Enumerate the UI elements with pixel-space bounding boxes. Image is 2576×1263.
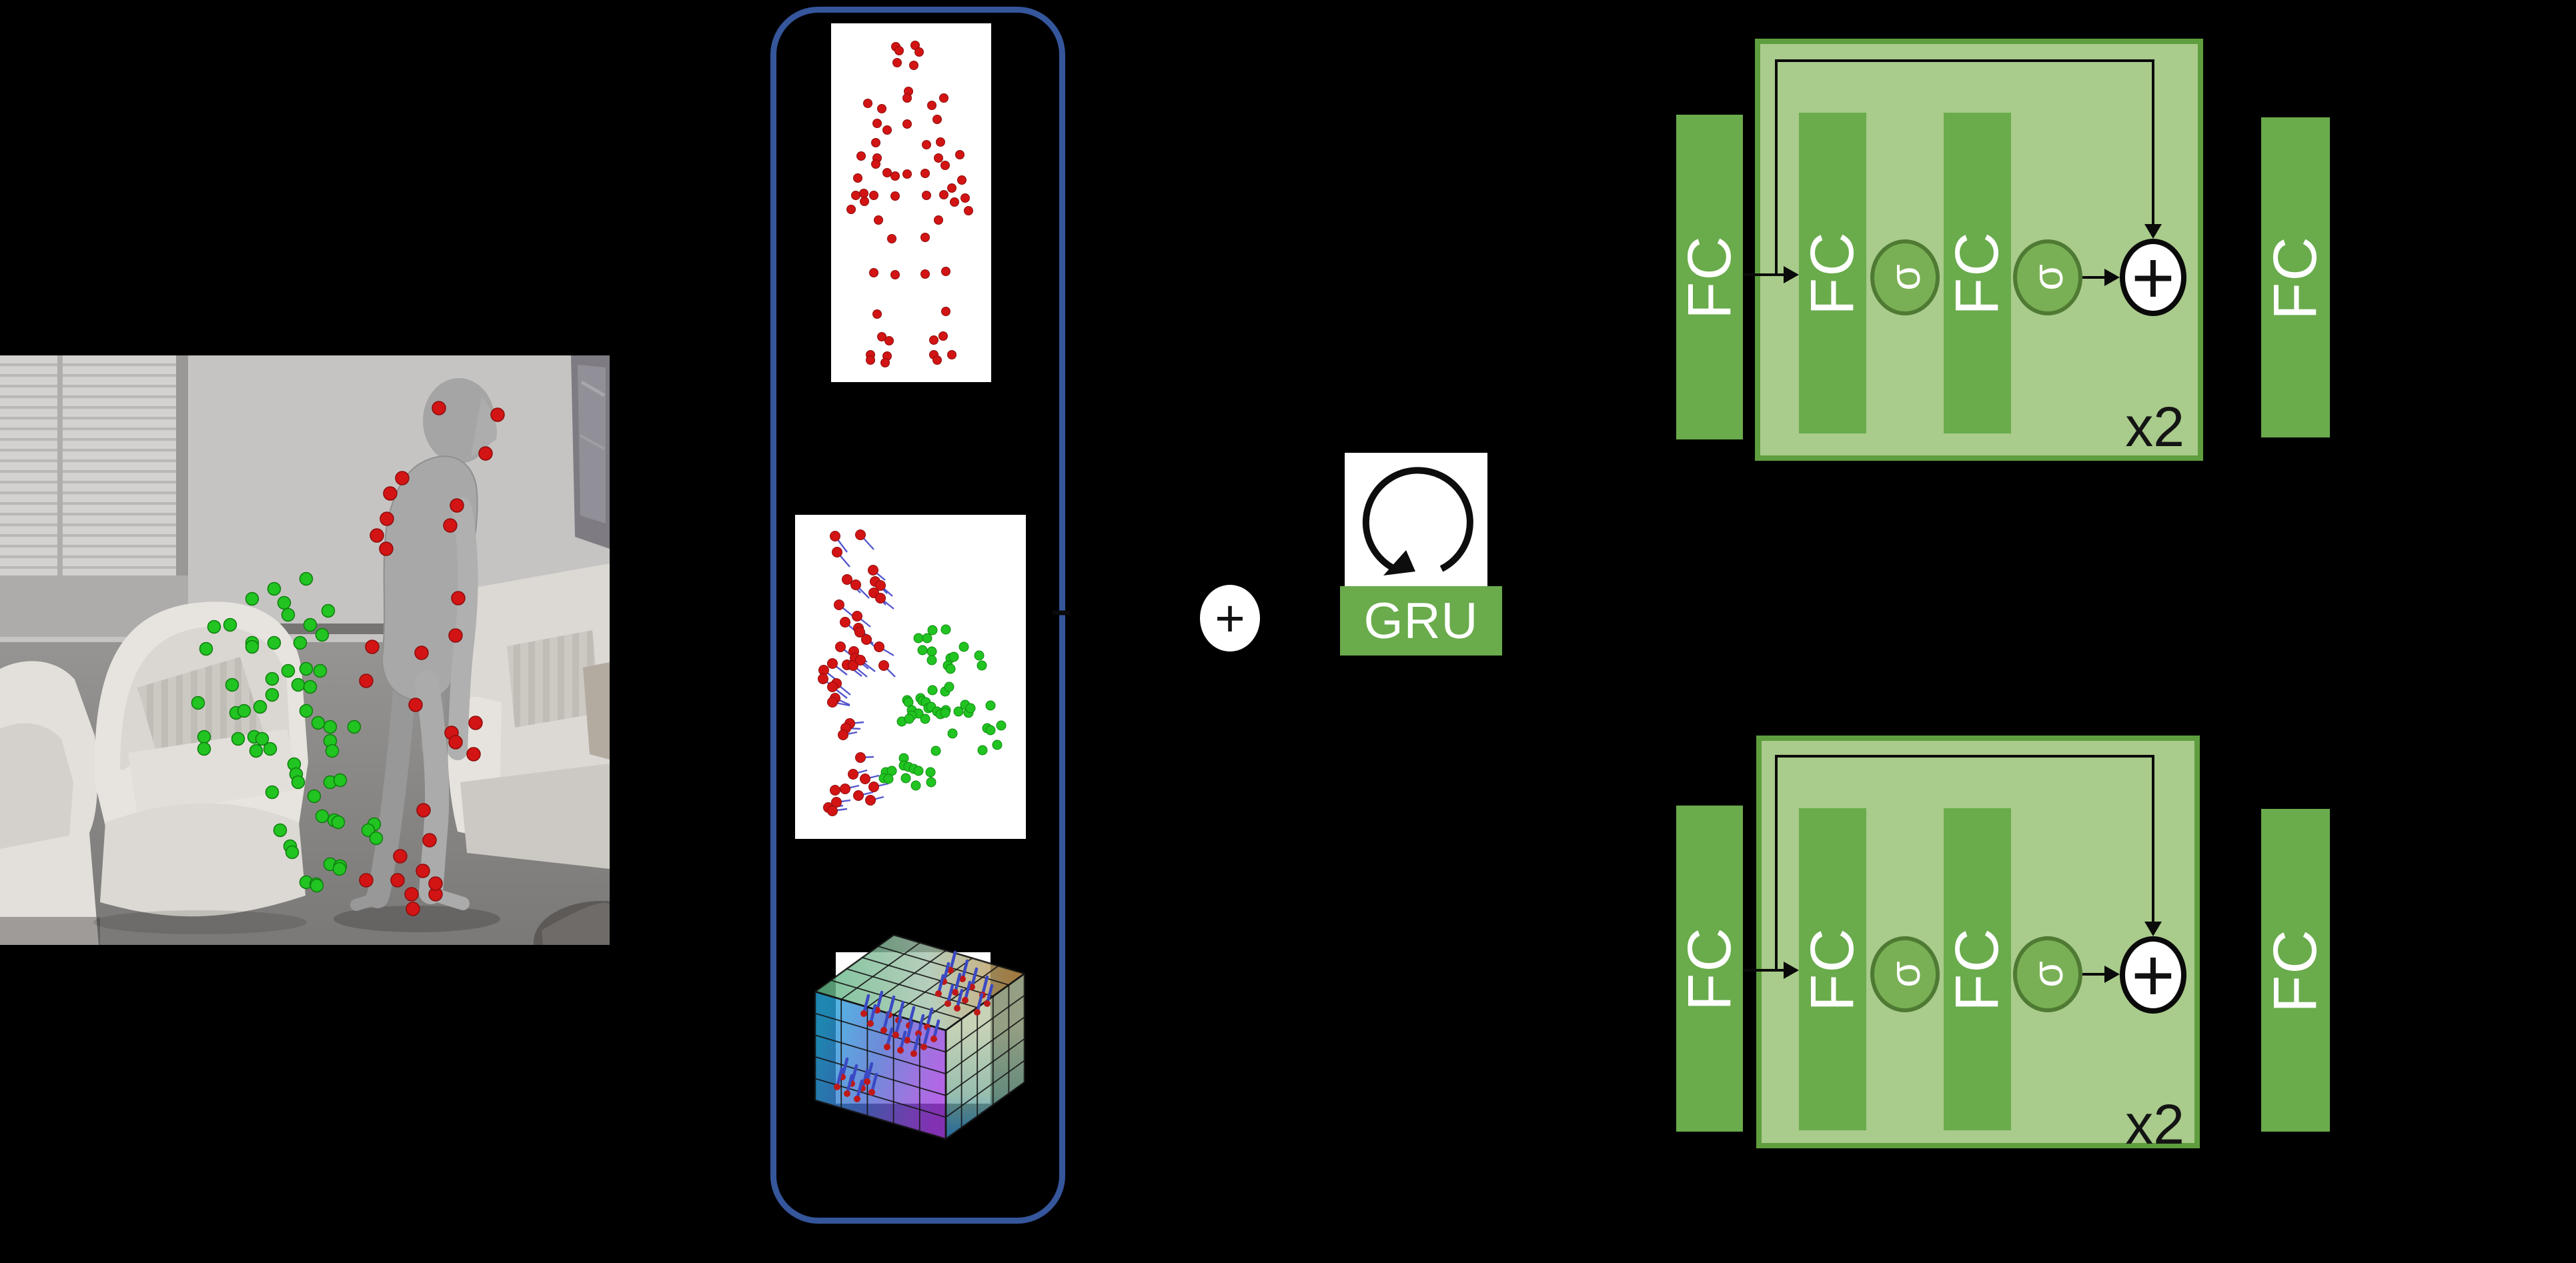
sigma-label: σ — [2024, 961, 2072, 988]
sigma-activation-1-bottom: σ — [1870, 936, 1940, 1012]
fusion-sum-label: + — [1215, 588, 1245, 648]
fusion-sum-node: + — [1200, 585, 1260, 652]
fc-label: FC — [1943, 927, 2012, 1012]
person-back-leg — [366, 664, 417, 908]
fc-label: FC — [2261, 928, 2330, 1013]
gru-unit: GRU — [1340, 586, 1502, 656]
sigma-activation-1-top: σ — [1870, 239, 1940, 315]
residual-sum-node-bottom: + — [2120, 934, 2186, 1017]
fc-hidden-layer-2-bottom: FC — [1943, 808, 2012, 1130]
repeat-count-bottom: x2 — [2125, 1093, 2184, 1156]
context-marker-dots — [191, 571, 384, 893]
sum-label: + — [2131, 933, 2175, 1017]
person-front-leg — [415, 670, 450, 904]
fc-label: FC — [1798, 927, 1867, 1012]
gru-label-text: GRU — [1363, 592, 1479, 650]
fc-label: FC — [1943, 231, 2012, 315]
sigma-label: σ — [2024, 264, 2072, 291]
window-blinds — [0, 355, 188, 637]
armchair-left — [0, 661, 100, 945]
sum-label: + — [2131, 235, 2175, 319]
fc-input-layer-top: FC — [1675, 115, 1744, 439]
sigma-activation-2-bottom: σ — [2013, 936, 2082, 1012]
fc-label: FC — [1675, 235, 1744, 319]
residual-sum-node-top: + — [2120, 236, 2186, 319]
scene-render — [0, 355, 610, 945]
sigma-label: σ — [1881, 264, 1929, 291]
voxel-cube — [814, 934, 1026, 1140]
input-panel — [770, 7, 1065, 1224]
fc-label: FC — [1675, 926, 1744, 1011]
scatter-image — [795, 515, 1026, 839]
person-front-arm — [448, 497, 478, 760]
person-mesh — [334, 378, 500, 932]
fc-hidden-layer-1-bottom: FC — [1798, 808, 1867, 1130]
scene-image — [0, 355, 610, 945]
voxel-pose-markers — [834, 950, 994, 1102]
body-marker-dots — [359, 401, 505, 916]
recurrence-loop-icon — [1362, 467, 1473, 575]
fc-input-layer-bottom: FC — [1675, 806, 1744, 1132]
repeat-count-top: x2 — [2125, 395, 2184, 458]
fc-output-layer-bottom: FC — [2261, 809, 2330, 1132]
wall-picture — [571, 355, 610, 549]
sigma-activation-2-top: σ — [2013, 239, 2082, 315]
fc-label: FC — [2261, 235, 2330, 320]
keypoints-image — [831, 23, 991, 382]
fc-hidden-layer-1-top: FC — [1798, 113, 1867, 433]
fc-hidden-layer-2-top: FC — [1943, 113, 2012, 433]
fc-output-layer-top: FC — [2261, 117, 2330, 437]
sigma-label: σ — [1881, 961, 1929, 988]
gru-recurrence-box — [1345, 453, 1487, 586]
ottoman-top — [542, 903, 610, 945]
fc-label: FC — [1798, 231, 1867, 315]
voxel-grid-image — [790, 920, 1039, 1150]
